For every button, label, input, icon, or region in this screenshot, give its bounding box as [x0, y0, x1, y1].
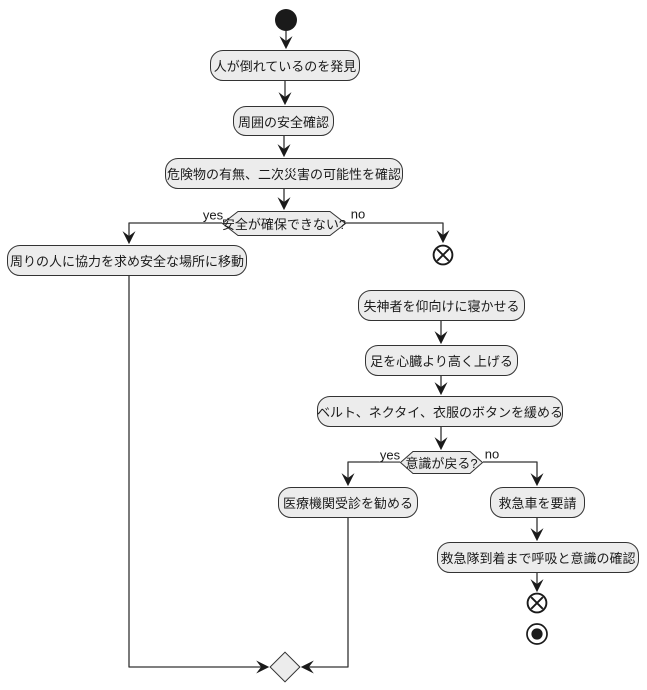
step-check-surroundings: 周囲の安全確認 [233, 106, 334, 136]
decision-hexagon-shape [400, 451, 483, 474]
step-lay-down: 失神者を仰向けに寝かせる [358, 290, 525, 321]
step-call-ambulance-label: 救急車を要請 [498, 496, 577, 511]
decision-safety-not-secured: 安全が確保できない? [222, 211, 346, 236]
final-state-icon [526, 623, 548, 645]
edge-label-safety-yes: yes [201, 207, 225, 223]
step-check-hazards: 危険物の有無、二次災害の可能性を確認 [165, 158, 403, 189]
step-recommend-doctor-label: 医療機関受診を勧める [282, 496, 413, 511]
decision-consciousness-label: 意識が戻る? [405, 456, 478, 471]
step-check-hazards-label: 危険物の有無、二次災害の可能性を確認 [166, 167, 401, 182]
step-recommend-doctor: 医療機関受診を勧める [278, 487, 418, 518]
edge-label-conscious-yes: yes [378, 447, 402, 463]
flow-end-icon [526, 592, 548, 614]
step-check-surroundings-label: 周囲の安全確認 [237, 114, 329, 130]
decision-safety-label: 安全が確保できない? [221, 217, 347, 232]
edge-decision-no-to-flowend1 [346, 222, 450, 244]
decision-consciousness-returns: 意識が戻る? [400, 451, 483, 474]
step-lay-down-label: 失神者を仰向けに寝かせる [363, 299, 520, 314]
step-move-to-safety: 周りの人に協力を求め安全な場所に移動 [7, 245, 247, 276]
edge-decision-yes-to-move [122, 222, 222, 245]
step-move-to-safety-label: 周りの人に協力を求め安全な場所に移動 [9, 254, 244, 269]
flow-end-icon [432, 244, 454, 266]
step-found-person: 人が倒れているのを発見 [210, 50, 360, 81]
edge-decision2-yes-to-doctor [341, 461, 400, 487]
edge-decision2-no-to-ambulance [483, 461, 544, 487]
step-raise-legs-label: 足を心臓より高く上げる [370, 354, 513, 369]
edge-move-to-merge [128, 276, 270, 674]
step-raise-legs: 足を心臓より高く上げる [365, 345, 518, 376]
start-node-icon [275, 9, 297, 31]
step-call-ambulance: 救急車を要請 [490, 487, 585, 518]
step-loosen-clothes: ベルト、ネクタイ、衣服のボタンを緩める [317, 396, 563, 427]
edge-label-safety-no: no [349, 206, 367, 222]
edge-doctor-to-merge [300, 518, 349, 674]
step-loosen-clothes-label: ベルト、ネクタイ、衣服のボタンを緩める [317, 405, 563, 420]
step-monitor-breathing-label: 救急隊到着まで呼吸と意識の確認 [440, 551, 636, 566]
step-monitor-breathing: 救急隊到着まで呼吸と意識の確認 [437, 542, 639, 573]
decision-hexagon-shape [222, 211, 346, 236]
edge-label-conscious-no: no [483, 446, 501, 462]
step-found-person-label: 人が倒れているのを発見 [213, 59, 357, 74]
